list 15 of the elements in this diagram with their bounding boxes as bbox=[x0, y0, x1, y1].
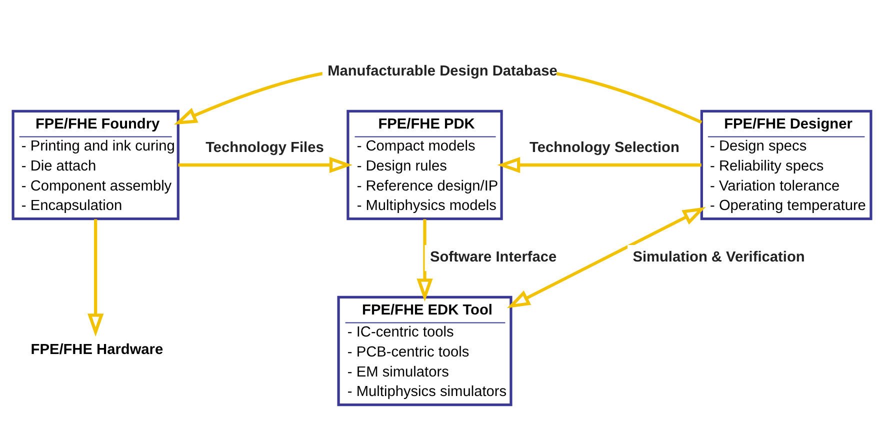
edge-label: Technology Selection bbox=[530, 140, 680, 156]
edge-label: Simulation & Verification bbox=[632, 248, 805, 265]
arrow bbox=[497, 156, 702, 173]
arrow bbox=[506, 206, 706, 308]
node-box: FPE/FHE EDK Tool - IC-centric tools - PCB-centric tools - EM simulators - Multiphysics simulators bbox=[337, 295, 512, 406]
node-box: FPE/FHE Designer - Design specs - Reliability specs - Variation tolerance - Operating temperature bbox=[700, 109, 872, 220]
node-text: FPE/FHE Hardware bbox=[30, 341, 164, 358]
arrow bbox=[178, 156, 352, 173]
arrow bbox=[88, 218, 104, 336]
edge-label: Technology Files bbox=[206, 140, 324, 156]
node-box: FPE/FHE Foundry - Printing and ink curing - Die attach - Component assembly - Encapsulation bbox=[12, 109, 180, 220]
edge-label: Software Interface bbox=[430, 248, 557, 265]
node-box: FPE/FHE PDK - Compact models - Design rules - Reference design/IP - Multiphysics models bbox=[346, 109, 503, 220]
edge-label: Manufacturable Design Database bbox=[328, 62, 558, 79]
arrow bbox=[416, 218, 433, 302]
